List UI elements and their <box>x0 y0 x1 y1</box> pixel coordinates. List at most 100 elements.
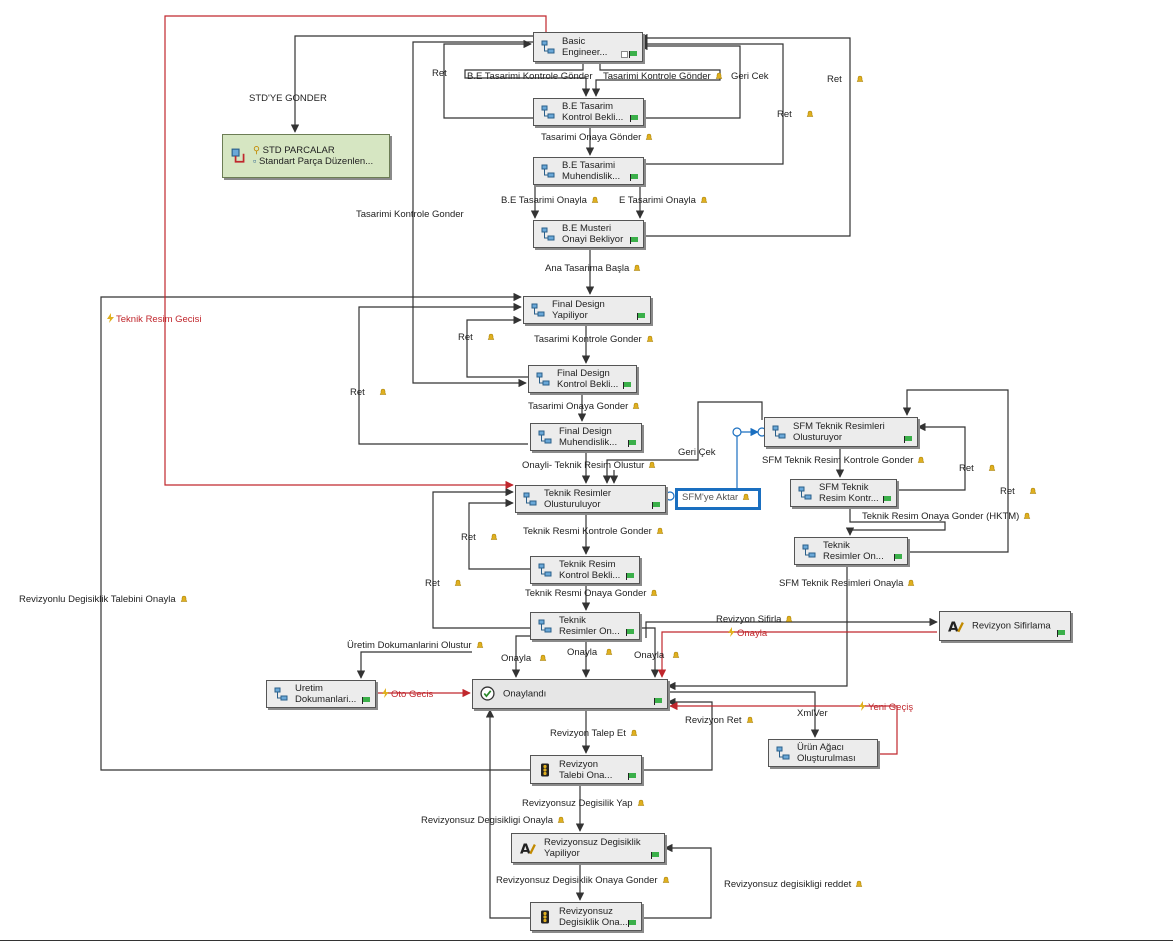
task-icon <box>274 687 288 701</box>
label-tr-kontrole-gonder: Teknik Resmi Kontrole Gonder <box>523 526 664 538</box>
node-label-2: Dokumanlari... <box>295 694 357 705</box>
node-label-2: Yapiliyor <box>544 848 580 859</box>
flag-icon <box>629 51 637 58</box>
bell-icon <box>650 589 658 596</box>
node-label-2: ▫ Standart Parça Düzenlen... <box>253 156 374 167</box>
bolt-icon <box>382 688 389 698</box>
bell-icon <box>700 196 708 203</box>
edge-ret-2 <box>639 39 784 165</box>
label-ret-6: Ret <box>959 463 996 475</box>
bell-icon <box>476 641 484 648</box>
bell-icon <box>379 388 387 395</box>
task-icon <box>536 372 550 386</box>
edge-sfm-aktar <box>736 427 759 490</box>
node-label-1: B.E Tasarim <box>562 101 614 112</box>
traffic-light-icon <box>541 910 549 923</box>
edge-teknik-gecisi <box>164 15 547 490</box>
node-label-1: Final Design <box>552 299 605 310</box>
task-icon <box>541 164 555 178</box>
bell-icon <box>742 493 750 500</box>
node-std-parcalar[interactable]: ⚲ STD PARCALAR ▫ Standart Parça Düzenlen… <box>222 134 390 178</box>
label-rev-sifirla: Revizyon Sifirla <box>716 614 793 626</box>
label-onayli-teknik: Onayli- Teknik Resim Olustur <box>522 460 656 472</box>
task-icon <box>541 40 555 54</box>
edge-onayla-1 <box>511 635 530 678</box>
edge-be-kontrol-gonder <box>464 62 591 97</box>
node-label-2: Kontrol Bekli... <box>557 379 619 390</box>
node-label-2: Muhendislik... <box>559 437 618 448</box>
link-icon: ⚲ <box>253 145 260 156</box>
edge-rev-sifirla <box>645 617 938 638</box>
bell-icon <box>672 651 680 658</box>
edge-revsuz-reddet <box>642 843 712 919</box>
edge-revizyonlu <box>100 292 530 771</box>
label-revsuz-yap: Revizyonsuz Degisilik Yap <box>522 798 645 810</box>
label-ret-4: Ret <box>458 332 495 344</box>
bell-icon <box>806 110 814 117</box>
label-onayla-3: Onayla <box>634 650 680 662</box>
sfm-aktar-label[interactable]: SFM'ye Aktar <box>675 488 761 510</box>
bell-icon <box>557 816 565 823</box>
label-tr-onaya-gonder: Teknik Resmi Onaya Gonder <box>525 588 658 600</box>
edge-geri-cek <box>639 41 741 119</box>
node-label-2: Resimler On... <box>559 626 620 637</box>
flag-icon <box>630 237 638 244</box>
node-label-1: SFM Teknik <box>819 482 869 493</box>
task-icon <box>541 105 555 119</box>
node-label-1: Uretim <box>295 683 323 694</box>
bell-icon <box>1029 487 1037 494</box>
node-label-2: Muhendislik... <box>562 171 621 182</box>
label-ret-9: Ret <box>425 578 462 590</box>
task-icon <box>798 486 812 500</box>
svg-text:A: A <box>520 842 531 856</box>
label-onayla-red: Onayla <box>728 627 767 640</box>
label-onaya-gonder: Tasarimi Onaya Gönder <box>541 132 653 144</box>
edge-std-gonder <box>290 35 533 133</box>
edge-xmlver <box>668 691 820 738</box>
bell-icon <box>907 579 915 586</box>
node-label-2: Resim Kontr... <box>819 493 879 504</box>
flag-icon <box>362 697 370 704</box>
label-rev-ret: Revizyon Ret <box>685 715 754 727</box>
node-label-2: Yapiliyor <box>552 310 588 321</box>
node-label-1: Revizyon Sifirlama <box>972 620 1051 632</box>
label-oto-gecis: Oto Gecis <box>382 688 433 701</box>
label-be-onayla-2: E Tasarimi Onayla <box>619 195 708 207</box>
edge-yeni-gecis <box>669 701 898 755</box>
label-tasarimi-kontrole-gonder: Tasarimi Kontrole Gonder <box>356 209 464 220</box>
bell-icon <box>637 799 644 806</box>
bell-icon <box>487 333 495 340</box>
flag-icon <box>654 698 662 705</box>
traffic-light-icon <box>541 763 549 776</box>
flag-icon <box>904 436 912 443</box>
label-rev-talep-et: Revizyon Talep Et <box>550 728 638 740</box>
bell-icon <box>856 75 864 82</box>
flag-icon <box>652 502 660 509</box>
label-onayla-2: Onayla <box>567 647 613 659</box>
edge-onayla-3 <box>640 627 660 678</box>
node-onaylandi[interactable]: Onaylandı <box>472 679 668 709</box>
label-xmlver: XmlVer <box>797 708 828 719</box>
node-label-1: Onaylandı <box>503 688 547 700</box>
task-small-icon: ▫ <box>253 156 257 167</box>
flag-icon <box>626 629 634 636</box>
node-revizyon-sifirlama[interactable]: A Revizyon Sifirlama <box>939 611 1071 641</box>
